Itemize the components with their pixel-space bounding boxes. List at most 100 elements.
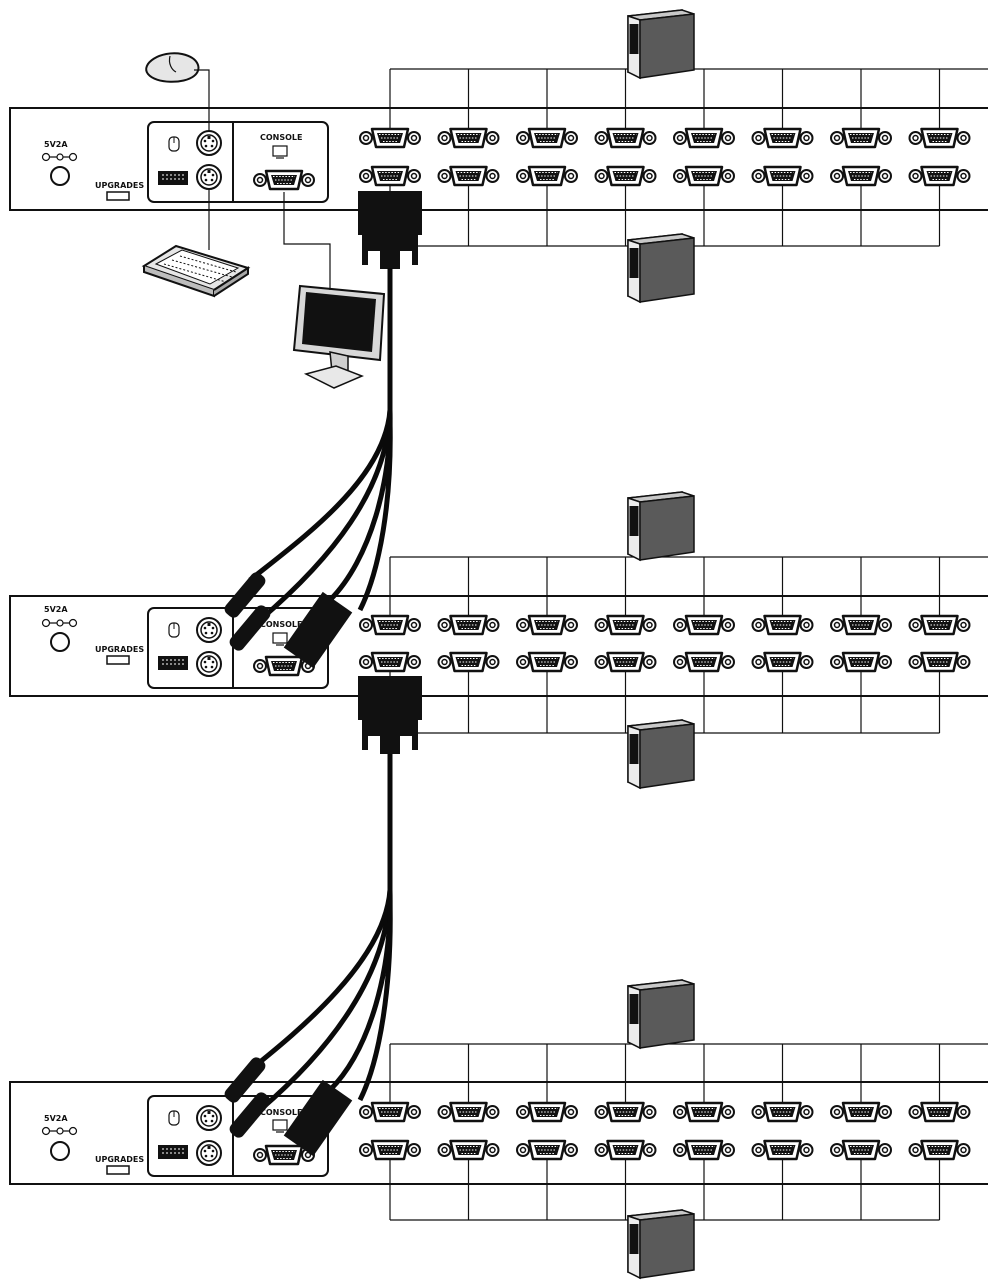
pc-port-b-6: [751, 651, 814, 673]
kvm-unit-3: 5V⁡2A UPGRADES CONSOLE: [9, 1081, 988, 1185]
pc-port-a-1: [358, 614, 422, 636]
pc-port-a-2: [437, 614, 500, 636]
monitor-icon: [272, 145, 288, 159]
tower-pc-icon: [627, 233, 695, 303]
console-label: CONSOLE: [260, 133, 303, 142]
pc-port-a-4: [594, 127, 657, 149]
pc-port-a-6: [751, 1101, 814, 1123]
pc-port-a-3: [515, 614, 579, 636]
upgrades-label: UPGRADES: [95, 1155, 144, 1164]
pc-port-b-2: [437, 1139, 500, 1161]
pc-port-b-3: [515, 1139, 579, 1161]
pc-port-b-2: [437, 165, 500, 187]
pc-port-a-1: [358, 1101, 422, 1123]
upgrades-port: [106, 655, 130, 665]
ps2-keyboard-port: [196, 164, 222, 190]
vga-plug: [283, 591, 353, 669]
pc-port-a-7: [829, 614, 893, 636]
pc-port-a-7: [829, 127, 893, 149]
pc-port-b-8: [908, 1139, 971, 1161]
pc-port-a-1: [358, 127, 422, 149]
pc-port-a-5: [672, 614, 736, 636]
power-jack: [50, 632, 70, 652]
keyboard-icon: [158, 656, 188, 670]
pc-port-b-4: [594, 1139, 657, 1161]
pc-port-a-7: [829, 1101, 893, 1123]
pc-port-a-2: [437, 1101, 500, 1123]
kvm-unit-2: 5V⁡2A UPGRADES CONSOLE: [9, 595, 988, 697]
pc-port-a-5: [672, 1101, 736, 1123]
ps2-plug: [224, 572, 266, 618]
console-label: CONSOLE: [260, 1108, 303, 1117]
power-label: 5V⁡2A: [44, 1114, 68, 1123]
pc-port-a-8: [908, 1101, 971, 1123]
upgrades-label: UPGRADES: [95, 181, 144, 190]
cascade-cable-2: [224, 676, 422, 1157]
mouse-cable: [194, 69, 210, 131]
tower-pc-icon: [627, 979, 695, 1049]
pc-port-b-5: [672, 165, 736, 187]
power-label: 5V⁡2A: [44, 140, 68, 149]
pc-port-a-6: [751, 614, 814, 636]
dc-polarity-icon: [41, 1126, 78, 1136]
upgrades-port: [106, 191, 130, 201]
monitor-icon: [272, 1119, 288, 1133]
pc-port-b-1: [358, 651, 422, 673]
pc-port-a-4: [594, 1101, 657, 1123]
ps2-plug: [224, 1057, 266, 1103]
tower-pc-icon: [627, 491, 695, 561]
ps2-mouse-port: [196, 617, 222, 643]
mouse-icon: [168, 622, 180, 638]
tower-pc-icon: [627, 719, 695, 789]
pc-port-a-3: [515, 1101, 579, 1123]
monitor-icon: [272, 632, 288, 646]
console-vga-port: [252, 169, 316, 191]
pc-port-a-8: [908, 614, 971, 636]
pc-port-a-6: [751, 127, 814, 149]
power-label: 5V⁡2A: [44, 605, 68, 614]
dc-polarity-icon: [41, 152, 78, 162]
kvm-unit-1: 5V⁡2A UPGRADES CONSOLE: [9, 107, 988, 211]
pc-port-a-2: [437, 127, 500, 149]
pc-port-a-5: [672, 127, 736, 149]
pc-port-b-6: [751, 165, 814, 187]
cascade-cable-1: [224, 191, 422, 669]
ps2-plug: [229, 605, 271, 651]
upgrades-port: [106, 1165, 130, 1175]
pc-port-b-1: [358, 165, 422, 187]
pc-port-b-8: [908, 651, 971, 673]
vga-plug: [283, 1079, 353, 1157]
ps2-plug: [229, 1092, 271, 1138]
mouse-icon: [168, 136, 180, 152]
pc-port-b-2: [437, 651, 500, 673]
keyboard-icon: [158, 1145, 188, 1159]
pc-port-b-4: [594, 651, 657, 673]
ps2-keyboard-port: [196, 651, 222, 677]
ps2-mouse-port: [196, 1105, 222, 1131]
pc-port-b-7: [829, 651, 893, 673]
upgrades-label: UPGRADES: [95, 645, 144, 654]
pc-port-b-5: [672, 1139, 736, 1161]
monitor-cable: [283, 192, 331, 290]
pc-port-b-5: [672, 651, 736, 673]
mouse-device-icon: [145, 52, 200, 83]
vga-connector: [358, 676, 422, 754]
keyboard-icon: [158, 171, 188, 185]
pc-port-b-7: [829, 1139, 893, 1161]
pc-port-b-7: [829, 165, 893, 187]
pc-port-b-3: [515, 651, 579, 673]
power-jack: [50, 166, 70, 186]
pc-port-a-3: [515, 127, 579, 149]
pc-port-b-6: [751, 1139, 814, 1161]
pc-port-b-4: [594, 165, 657, 187]
tower-pc-icon: [627, 1209, 695, 1279]
tower-pc-icon: [627, 9, 695, 79]
pc-port-b-1: [358, 1139, 422, 1161]
mouse-icon: [168, 1110, 180, 1126]
ps2-keyboard-port: [196, 1140, 222, 1166]
power-jack: [50, 1141, 70, 1161]
keyboard-device-icon: [141, 244, 251, 298]
ps2-mouse-port: [196, 130, 222, 156]
monitor-device-icon: [292, 284, 386, 389]
